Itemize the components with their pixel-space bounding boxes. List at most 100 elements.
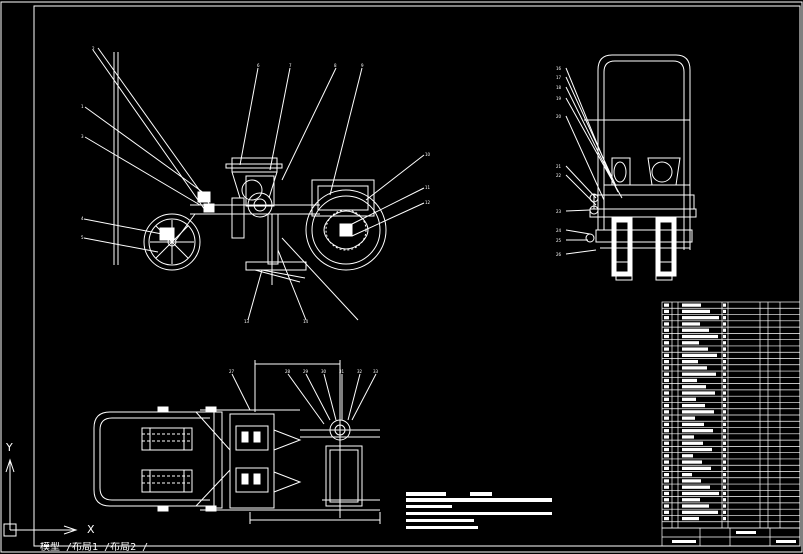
front-view xyxy=(565,54,697,281)
bom-cell-text xyxy=(682,309,710,314)
bom-index xyxy=(664,372,669,376)
balloon-label: 7 xyxy=(289,63,292,68)
bom-index xyxy=(664,473,669,477)
bom-qty xyxy=(723,347,726,351)
bom-qty xyxy=(723,504,726,508)
sheet-border-inner xyxy=(33,5,801,547)
bom-qty xyxy=(723,435,726,439)
balloon-label: 19 xyxy=(556,96,562,101)
bom-cell-text xyxy=(682,372,716,376)
bom-index xyxy=(664,334,669,339)
bom-qty xyxy=(723,397,726,401)
bom-cell-text xyxy=(682,328,709,332)
bom-qty xyxy=(723,328,726,332)
bom-cell-text xyxy=(682,353,717,357)
bom-index xyxy=(664,391,669,395)
bom-index xyxy=(664,322,669,326)
bom-cell-text xyxy=(682,504,709,508)
bom-qty xyxy=(723,466,726,470)
balloon-label: 32 xyxy=(357,369,363,374)
bom-index xyxy=(664,485,669,489)
bom-index xyxy=(664,403,669,408)
bom-cell-text xyxy=(682,391,715,395)
bom-qty xyxy=(723,316,726,320)
bom-index xyxy=(664,378,669,383)
bom-cell-text xyxy=(682,422,704,427)
bom-cell-text xyxy=(682,516,699,521)
ucs-icon xyxy=(3,458,78,537)
bom-cell-text xyxy=(682,460,702,464)
top-view xyxy=(93,360,381,524)
balloon-label: 33 xyxy=(373,369,379,374)
bom-cell-text xyxy=(682,403,705,408)
bom-index xyxy=(664,498,669,502)
bom-index xyxy=(664,303,669,307)
balloon-label: 24 xyxy=(556,228,562,233)
bom-index xyxy=(664,447,669,452)
balloon-label: 10 xyxy=(425,152,431,157)
bom-index xyxy=(664,460,669,464)
bom-qty xyxy=(723,403,726,408)
bom-qty xyxy=(723,510,726,514)
bom-index xyxy=(664,479,669,483)
balloon-label: 17 xyxy=(556,75,562,80)
bom-qty xyxy=(723,385,726,389)
bom-qty xyxy=(723,460,726,464)
bom-cell-text xyxy=(682,366,707,370)
bom-index xyxy=(664,353,669,357)
bom-index xyxy=(664,466,669,470)
bom-cell-text xyxy=(682,360,698,364)
bom-qty xyxy=(723,322,726,326)
bom-cell-text xyxy=(682,416,695,420)
bom-index xyxy=(664,416,669,420)
balloon-label: 20 xyxy=(556,114,562,119)
bom-qty xyxy=(723,416,726,420)
bom-cell-text xyxy=(682,385,706,389)
balloon-label: 13 xyxy=(244,319,250,324)
bom-cell-text xyxy=(682,473,692,477)
balloon-label: 3 xyxy=(81,134,84,139)
bom-qty xyxy=(723,372,726,376)
bom-cell-text xyxy=(682,347,708,351)
bom-qty xyxy=(723,447,726,452)
balloon-label: 16 xyxy=(556,66,562,71)
balloon-label: 6 xyxy=(257,63,260,68)
bom-index xyxy=(664,347,669,351)
bom-cell-text xyxy=(682,485,710,489)
balloon-label: 14 xyxy=(303,319,309,324)
bom-cell-text xyxy=(682,410,714,414)
ucs-x-label: X xyxy=(87,523,95,536)
ucs-y-label: Y xyxy=(6,441,13,454)
balloon-label: 11 xyxy=(425,185,431,190)
bom-qty xyxy=(723,378,726,383)
bom-qty xyxy=(723,516,726,521)
bom-cell-text xyxy=(682,466,711,470)
bom-index xyxy=(664,510,669,514)
bom-qty xyxy=(723,341,726,345)
balloon-label: 27 xyxy=(229,369,235,374)
title-block-text xyxy=(776,540,796,543)
layout-tabs[interactable]: 模型 /布局1 /布局2 / xyxy=(40,542,149,553)
bom-index xyxy=(664,429,669,433)
bom-index xyxy=(664,360,669,364)
bom-index xyxy=(664,504,669,508)
bom-cell-text xyxy=(682,491,719,496)
balloon-label: 12 xyxy=(425,200,431,205)
bom-qty xyxy=(723,334,726,339)
bom-cell-text xyxy=(682,429,713,433)
bom-index xyxy=(664,516,669,521)
bom-index xyxy=(664,410,669,414)
balloon-label: 29 xyxy=(303,369,309,374)
bom-cell-text xyxy=(682,510,718,514)
bom-cell-text xyxy=(682,479,701,483)
bom-qty xyxy=(723,410,726,414)
bom-index xyxy=(664,366,669,370)
bom-index xyxy=(664,309,669,314)
bom-cell-text xyxy=(682,341,699,345)
bom-index xyxy=(664,435,669,439)
bom-qty xyxy=(723,441,726,445)
bom-index xyxy=(664,385,669,389)
bom-cell-text xyxy=(682,303,701,307)
